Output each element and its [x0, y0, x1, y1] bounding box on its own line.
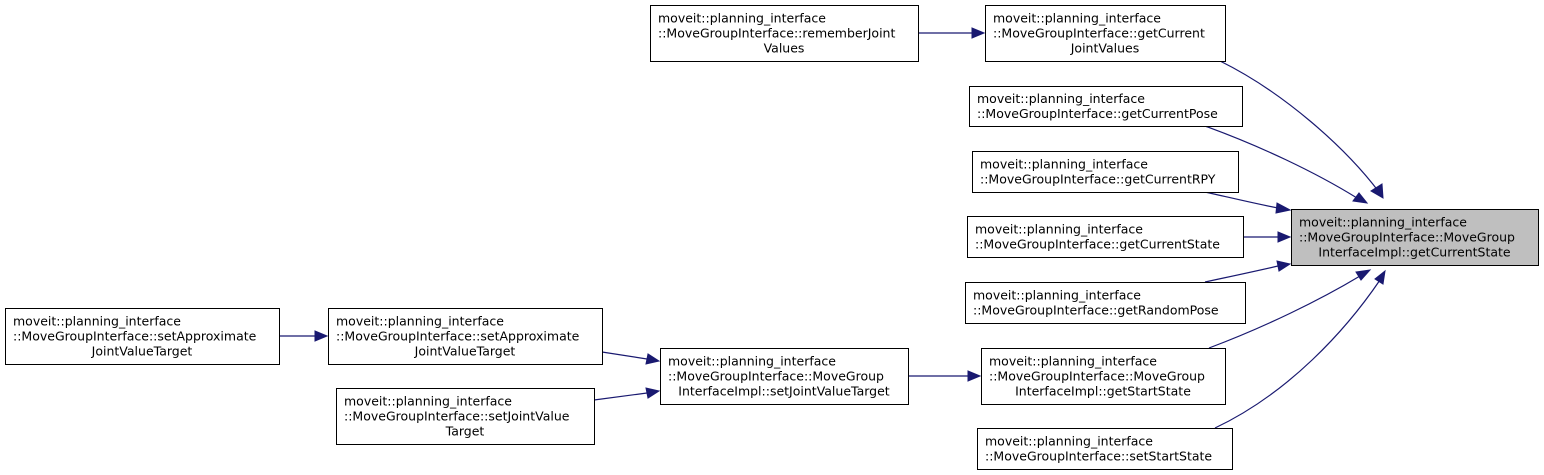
edge-getRandomPose-to-getCurrentStateImpl [1204, 260, 1292, 283]
edge-getCurrentPose-to-getCurrentStateImpl [1204, 125, 1369, 204]
edge-line [1214, 279, 1381, 429]
arrowhead [645, 353, 661, 365]
node-getCurrentState[interactable]: moveit::planning_interface::MoveGroupInt… [967, 216, 1244, 258]
arrowhead [1275, 202, 1292, 214]
node-rememberJointValues[interactable]: moveit::planning_interface::MoveGroupInt… [650, 5, 919, 62]
node-box [660, 348, 909, 405]
node-label-line: Values [764, 41, 805, 56]
arrowhead [967, 370, 982, 382]
node-label-line: moveit::planning_interface [344, 394, 512, 409]
arrowhead [645, 387, 661, 399]
node-label-line: InterfaceImpl::getCurrentState [1318, 245, 1511, 260]
node-box [5, 308, 280, 365]
node-setApproximateJointValueTarget2[interactable]: moveit::planning_interface::MoveGroupInt… [328, 308, 603, 365]
node-label-line: moveit::planning_interface [975, 222, 1143, 237]
edge-setJointValueTargetImpl-to-getStartStateImpl [908, 370, 982, 382]
node-setJointValueTargetImpl[interactable]: moveit::planning_interface::MoveGroupInt… [660, 348, 909, 405]
node-box [650, 5, 919, 62]
arrowhead [1352, 192, 1369, 204]
node-box [972, 151, 1239, 193]
node-getCurrentStateImpl[interactable]: moveit::planning_interface::MoveGroupInt… [1291, 209, 1539, 266]
node-label-line: ::MoveGroupInterface::MoveGroup [668, 369, 884, 384]
node-box [985, 5, 1226, 62]
node-label-line: moveit::planning_interface [973, 288, 1141, 303]
node-getStartStateImpl[interactable]: moveit::planning_interface::MoveGroupInt… [981, 348, 1226, 405]
arrowhead [1276, 260, 1292, 272]
node-getCurrentJointValues[interactable]: moveit::planning_interface::MoveGroupInt… [985, 5, 1226, 62]
node-label-line: moveit::planning_interface [989, 354, 1157, 369]
node-label-line: ::MoveGroupInterface::getCurrentState [975, 237, 1220, 252]
node-label-line: JointValues [1070, 41, 1139, 56]
node-box [965, 282, 1246, 324]
edge-getStartStateImpl-to-getCurrentStateImpl [1208, 269, 1372, 349]
node-box [969, 86, 1243, 127]
node-label-line: ::MoveGroupInterface::getCurrent [993, 26, 1205, 41]
node-label-line: moveit::planning_interface [336, 314, 504, 329]
node-setStartState[interactable]: moveit::planning_interface::MoveGroupInt… [977, 428, 1233, 470]
node-setApproximateJointValueTarget1[interactable]: moveit::planning_interface::MoveGroupInt… [5, 308, 280, 365]
node-label-line: Target [445, 424, 485, 439]
edge-line [601, 351, 648, 360]
node-setJointValueTarget[interactable]: moveit::planning_interface::MoveGroupInt… [336, 388, 595, 445]
node-box [1291, 209, 1539, 266]
node-label-line: moveit::planning_interface [980, 157, 1148, 172]
node-label-line: InterfaceImpl::getStartState [1015, 384, 1191, 399]
node-label-line: ::MoveGroupInterface::setApproximate [336, 329, 580, 344]
arrowhead [314, 330, 329, 342]
node-box [336, 388, 595, 445]
edge-getCurrentJointValues-to-getCurrentStateImpl [1219, 60, 1384, 199]
node-box [967, 216, 1244, 258]
arrowhead [1355, 269, 1372, 281]
edge-line [1208, 275, 1361, 349]
edge-setApproximateJointValueTarget2-to-setJointValueTargetImpl [601, 351, 661, 365]
node-box [977, 428, 1233, 470]
node-box [328, 308, 603, 365]
node-label-line: ::MoveGroupInterface::MoveGroup [989, 369, 1205, 384]
node-label-line: JointValueTarget [91, 344, 193, 359]
arrowhead [1370, 183, 1384, 199]
node-label-line: ::MoveGroupInterface::MoveGroup [1299, 230, 1515, 245]
edge-rememberJointValues-to-getCurrentJointValues [918, 27, 986, 39]
node-label-line: ::MoveGroupInterface::setJointValue [344, 409, 570, 424]
node-getCurrentRPY[interactable]: moveit::planning_interface::MoveGroupInt… [972, 151, 1239, 193]
node-box [981, 348, 1226, 405]
node-label-line: ::MoveGroupInterface::setStartState [985, 449, 1212, 464]
node-label-line: InterfaceImpl::setJointValueTarget [678, 384, 889, 399]
edge-line [1204, 191, 1279, 209]
node-getCurrentPose[interactable]: moveit::planning_interface::MoveGroupInt… [969, 86, 1243, 127]
node-label-line: JointValueTarget [414, 344, 516, 359]
node-label-line: ::MoveGroupInterface::setApproximate [13, 329, 257, 344]
edge-getCurrentRPY-to-getCurrentStateImpl [1204, 191, 1292, 214]
edge-getCurrentState-to-getCurrentStateImpl [1243, 231, 1292, 243]
node-getRandomPose[interactable]: moveit::planning_interface::MoveGroupInt… [965, 282, 1246, 324]
node-label-line: moveit::planning_interface [977, 91, 1145, 106]
node-label-line: moveit::planning_interface [13, 314, 181, 329]
node-label-line: moveit::planning_interface [668, 354, 836, 369]
arrowhead [1277, 231, 1292, 243]
edge-setStartState-to-getCurrentStateImpl [1214, 269, 1386, 429]
edge-line [1204, 125, 1358, 199]
node-label-line: ::MoveGroupInterface::getCurrentPose [977, 106, 1218, 121]
node-label-line: ::MoveGroupInterface::getRandomPose [973, 303, 1219, 318]
edge-line [1204, 265, 1279, 283]
node-label-line: moveit::planning_interface [985, 434, 1153, 449]
node-label-line: moveit::planning_interface [1299, 215, 1467, 230]
node-label-line: ::MoveGroupInterface::getCurrentRPY [980, 172, 1216, 187]
edge-setApproximateJointValueTarget1-to-setApproximateJointValueTarget2 [279, 330, 329, 342]
edge-line [1219, 60, 1380, 193]
node-label-line: moveit::planning_interface [993, 11, 1161, 26]
arrowhead [1374, 269, 1386, 285]
node-label-line: ::MoveGroupInterface::rememberJoint [658, 26, 895, 41]
arrowhead [971, 27, 986, 39]
edge-setJointValueTarget-to-setJointValueTargetImpl [593, 387, 661, 401]
node-label-line: moveit::planning_interface [658, 11, 826, 26]
edge-line [593, 392, 648, 401]
